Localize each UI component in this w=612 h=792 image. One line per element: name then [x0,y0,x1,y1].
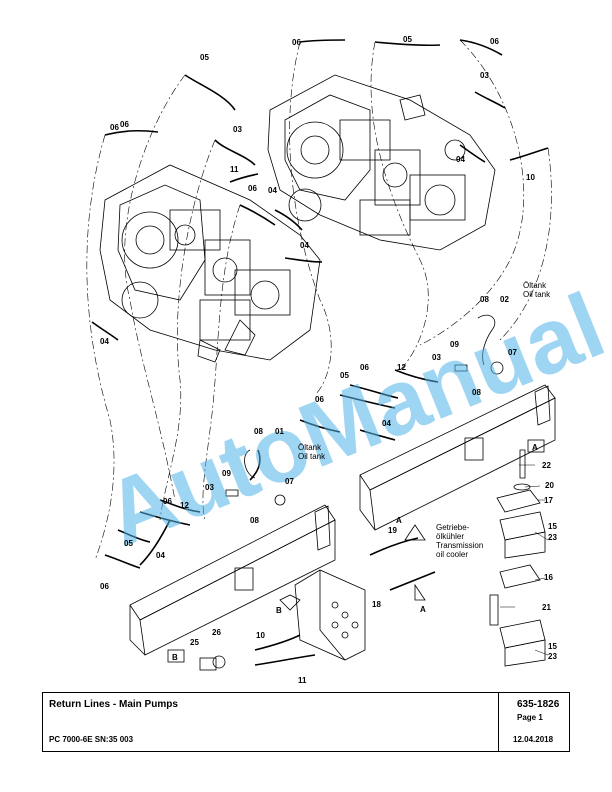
callout: 04 [156,551,165,560]
callout: 11 [230,165,239,174]
callout: 04 [268,186,277,195]
callout: 04 [382,419,391,428]
callout: 04 [300,241,309,250]
callout: 06 [163,497,172,506]
callout: 09 [450,340,459,349]
callout: 03 [205,483,214,492]
note-cooler-line3: Transmission [436,541,483,550]
view-a-arrow-bottom: A [420,605,426,614]
callout: 07 [285,477,294,486]
page-number: Page 1 [517,713,543,722]
callout: 08 [472,388,481,397]
document-title: Return Lines - Main Pumps [49,699,178,710]
right-frame-beam [359,384,556,531]
callout: 06 [360,363,369,372]
note-oiltank-top-de: Öltank [523,281,547,290]
callout: 22 [542,461,551,470]
callout: 12 [180,501,189,510]
callout: 11 [298,676,307,685]
callout: 04 [100,337,109,346]
callout: 10 [256,631,265,640]
callout: 26 [212,628,221,637]
note-cooler-line2: ölkühler [436,532,464,541]
hoses-upper [91,39,549,341]
callout: 06 [110,123,119,132]
note-oiltank-top-en: Oil tank [523,290,551,299]
mounting-bracket [294,569,366,661]
callout: 06 [490,37,499,46]
view-b-box-label: B [172,653,178,662]
view-a-arrow-top: A [396,516,402,525]
callout: 16 [544,573,553,582]
callout: 03 [480,71,489,80]
view-a-box-label: A [532,443,538,452]
callout: 03 [233,125,242,134]
callout: 06 [248,184,257,193]
callout: 08 [250,516,259,525]
callout: 18 [372,600,381,609]
callout: 08 [254,427,263,436]
callout: 19 [388,526,397,535]
routing-lines [86,39,552,561]
clamp-parts [489,449,546,667]
callout: 10 [526,173,535,182]
callout: 05 [124,539,133,548]
left-frame-beam [129,504,336,656]
watermark: AutoManual [92,274,612,566]
notes: Öltank Oil tank Öltank Oil tank Getriebe… [298,281,551,559]
document-date: 12.04.2018 [513,735,554,744]
left-pump-assembly [99,164,321,363]
callout: 08 [480,295,489,304]
note-cooler-line4: oil cooler [436,550,468,559]
callout: 07 [508,348,517,357]
machine-model: PC 7000-6E SN:35 003 [49,735,134,744]
exploded-parts-diagram: AutoManual 06 05 06 05 06 03 06 03 11 06… [86,35,612,685]
view-b-arrow: B [276,606,282,615]
callout: 06 [315,395,324,404]
title-block-divider [498,693,499,751]
document-number: 635-1826 [517,699,560,710]
callout: 20 [545,481,554,490]
callout: 05 [403,35,412,44]
view-a-box [527,439,545,453]
callout: 15 [548,642,557,651]
callout: 05 [340,371,349,380]
callout: 02 [500,295,509,304]
callout: 15 [548,522,557,531]
note-oiltank-mid-en: Oil tank [298,452,326,461]
fittings [199,314,504,671]
callout: 17 [544,496,553,505]
callout: 21 [542,603,551,612]
arrows [279,524,426,611]
right-pump-assembly [267,74,496,251]
note-oiltank-mid-de: Öltank [298,443,322,452]
callout: 06 [292,38,301,47]
callout: 09 [222,469,231,478]
callout: 12 [397,363,406,372]
callout: 25 [190,638,199,647]
callout: 23 [548,652,557,661]
tubes-lower [104,369,439,666]
callout: 06 [120,120,129,129]
callout: 23 [548,533,557,542]
callout: 05 [200,53,209,62]
callout: 06 [100,582,109,591]
note-cooler-line1: Getriebe- [436,523,470,532]
callout-labels: 06 05 06 05 06 03 06 03 11 06 04 04 04 0… [100,35,557,685]
leader-lines [500,464,549,656]
callout: 04 [456,155,465,164]
callout: 03 [432,353,441,362]
view-b-box [167,649,185,663]
callout: 01 [275,427,284,436]
title-block: Return Lines - Main Pumps 635-1826 Page … [42,692,570,752]
view-labels: A B A A B [172,443,538,662]
